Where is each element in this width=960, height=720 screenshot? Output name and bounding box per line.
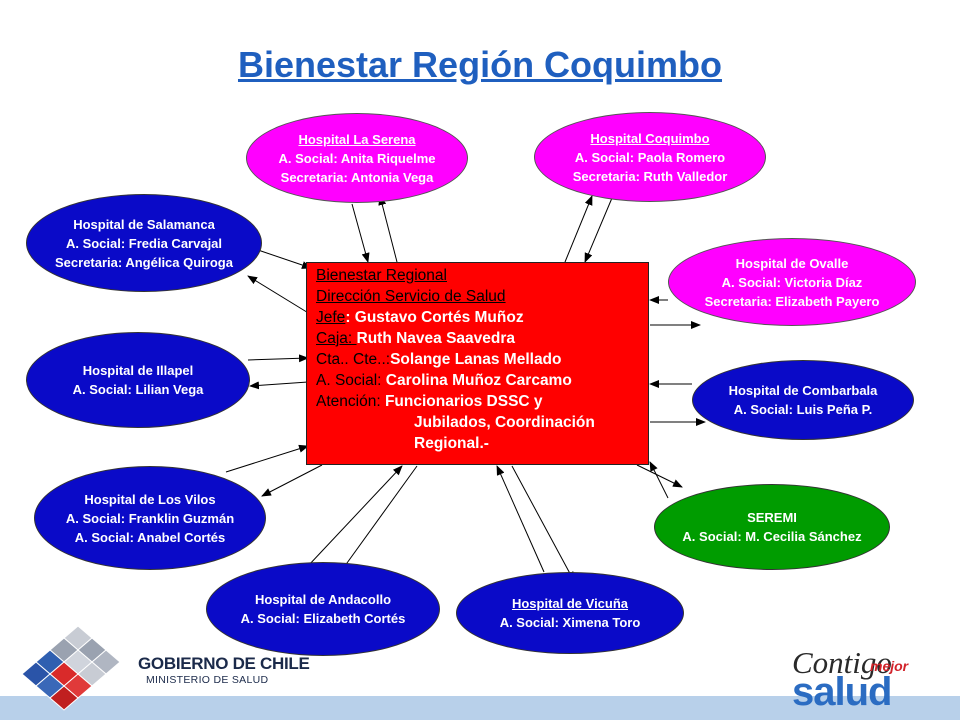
arrow-andacollo-to-center	[307, 465, 403, 567]
node-line: A. Social: Franklin Guzmán	[65, 510, 235, 526]
node-line: A. Social: Anabel Cortés	[74, 529, 226, 545]
node-line: A. Social: Paola Romero	[574, 149, 726, 165]
node-hospital-ovalle: Hospital de Ovalle A. Social: Victoria D…	[668, 238, 916, 326]
jefe-label: Jefe	[316, 309, 346, 326]
node-hospital-vicuna: Hospital de Vicuña A. Social: Ximena Tor…	[456, 572, 684, 654]
atencion-label: Atención:	[316, 393, 385, 410]
node-name: Hospital La Serena	[298, 131, 416, 147]
node-line: A. Social: M. Cecilia Sánchez	[682, 529, 862, 544]
center-cta-row: Cta.. Cte..:Solange Lanas Mellado	[316, 349, 648, 370]
arrow-seremi-to-center	[649, 461, 669, 499]
node-line: Secretaria: Angélica Quiroga	[55, 254, 233, 270]
node-line: A. Social: Anita Riquelme	[278, 150, 436, 166]
node-hospital-coquimbo: Hospital Coquimbo A. Social: Paola Romer…	[534, 112, 766, 202]
center-jefe-row: Jefe: Gustavo Cortés Muñoz	[316, 307, 648, 328]
node-line: A. Social: Fredia Carvajal	[65, 235, 223, 251]
node-line: Secretaria: Ruth Valledor	[572, 168, 728, 184]
page-title: Bienestar Región Coquimbo	[237, 44, 723, 85]
node-line: A. Social: Ximena Toro	[499, 615, 641, 630]
arrow-laserena-to-center	[351, 203, 370, 263]
arrow-center-to-losvilos	[261, 464, 323, 497]
cta-value: Solange Lanas Mellado	[390, 351, 562, 368]
jefe-value: Gustavo Cortés Muñoz	[354, 309, 524, 326]
gobierno-text: GOBIERNO DE CHILE	[138, 654, 310, 673]
mejor-text: mejor	[870, 658, 909, 674]
jefe-separator: :	[345, 309, 355, 326]
node-hospital-combarbala: Hospital de Combarbala A. Social: Luis P…	[692, 360, 914, 440]
arrow-center-to-coquimbo	[564, 195, 593, 263]
asocial-value: Carolina Muñoz Carcamo	[385, 372, 572, 389]
node-hospital-salamanca: Hospital de Salamanca A. Social: Fredia …	[26, 194, 262, 292]
arrow-illapel-to-center	[247, 354, 309, 363]
atencion-value-2: Jubilados, Coordinación	[414, 414, 595, 431]
arrow-losvilos-to-center	[225, 444, 309, 473]
node-name: SEREMI	[747, 510, 797, 525]
node-hospital-la-serena: Hospital La Serena A. Social: Anita Riqu…	[246, 113, 468, 203]
node-line: Secretaria: Elizabeth Payero	[704, 293, 880, 309]
atencion-value-1: Funcionarios DSSC y	[384, 393, 543, 410]
node-name: Hospital de Combarbala	[728, 383, 878, 398]
arrow-coquimbo-to-center	[584, 197, 613, 263]
node-line: A. Social: Elizabeth Cortés	[240, 611, 406, 626]
atencion-value-3: Regional.-	[414, 435, 489, 452]
gobierno-logo-icon	[21, 625, 121, 711]
caja-value: Ruth Navea Saavedra	[356, 330, 516, 347]
caja-label: Caja:	[316, 330, 357, 347]
node-line: A. Social: Luis Peña P.	[733, 402, 873, 417]
node-line: Secretaria: Antonia Vega	[280, 169, 434, 185]
node-name: Hospital de Salamanca	[73, 216, 215, 232]
arrow-center-to-illapel	[249, 381, 309, 390]
arrow-center-to-vicuna	[511, 465, 575, 582]
center-subtitle: Dirección Servicio de Salud	[316, 288, 506, 305]
arrow-salamanca-to-center	[257, 249, 312, 269]
arrow-center-to-salamanca	[247, 275, 311, 315]
node-name: Hospital Coquimbo	[590, 130, 710, 146]
bienestar-regional-box: Bienestar Regional Dirección Servicio de…	[306, 262, 649, 465]
arrow-center-to-andacollo	[333, 465, 418, 582]
node-line: A. Social: Victoria Díaz	[721, 274, 863, 290]
asocial-label: A. Social:	[316, 372, 386, 389]
node-hospital-los-vilos: Hospital de Los Vilos A. Social: Frankli…	[34, 466, 266, 570]
cta-label: Cta.. Cte..:	[316, 351, 391, 368]
node-name: Hospital de Vicuña	[511, 596, 629, 611]
node-name: Hospital de Los Vilos	[84, 491, 216, 507]
center-asocial-row: A. Social: Carolina Muñoz Carcamo	[316, 370, 648, 391]
node-name: Hospital de Ovalle	[735, 255, 849, 271]
salud-text: salud	[792, 670, 892, 714]
node-name: Hospital de Illapel	[82, 363, 194, 378]
node-hospital-illapel: Hospital de Illapel A. Social: Lilian Ve…	[26, 332, 250, 428]
contigo-text: Contigo	[792, 645, 892, 680]
ministerio-text: MINISTERIO DE SALUD	[146, 674, 269, 686]
arrow-center-to-laserena	[378, 195, 398, 263]
node-seremi: SEREMI A. Social: M. Cecilia Sánchez	[654, 484, 890, 570]
footer-band	[0, 696, 960, 720]
center-title: Bienestar Regional	[316, 267, 447, 284]
arrow-center-to-seremi	[636, 464, 683, 488]
center-atencion-row: Atención: Funcionarios DSSC y	[316, 391, 648, 412]
node-line: A. Social: Lilian Vega	[72, 382, 204, 397]
arrow-vicuna-to-center	[496, 465, 545, 573]
node-hospital-andacollo: Hospital de Andacollo A. Social: Elizabe…	[206, 562, 440, 656]
node-name: Hospital de Andacollo	[254, 592, 392, 607]
center-caja-row: Caja: Ruth Navea Saavedra	[316, 328, 648, 349]
